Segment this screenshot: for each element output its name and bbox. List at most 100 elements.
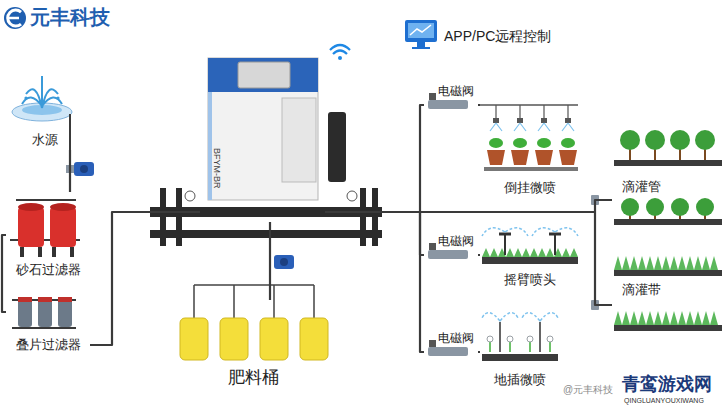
grass [482, 248, 578, 257]
tree-crown [620, 130, 640, 150]
drip-pipe-bed: 滴灌管 [612, 125, 724, 225]
flower [527, 336, 533, 342]
disc-filter [58, 297, 72, 327]
pipe [69, 114, 71, 150]
soil-bed [614, 270, 722, 276]
monitor-stand [412, 47, 430, 49]
water-drop [56, 96, 59, 99]
soil-bed [614, 325, 722, 331]
disc-filter-cap [18, 297, 32, 302]
sprinkler-stake [500, 322, 540, 352]
component-label: 电磁阀 [438, 331, 474, 345]
monitor-chart [410, 25, 431, 35]
feed-tube [194, 285, 314, 318]
rocker-sprinkler-bed: 摇臂喷头 [480, 222, 580, 292]
component-label: 滴灌管 [622, 179, 661, 195]
monitor-screen [408, 23, 434, 38]
flower [547, 336, 553, 342]
water-pipe [478, 104, 480, 106]
machine-panel [282, 98, 316, 182]
drip-tape-bed: 滴灌带 [612, 250, 724, 340]
component-label: 倒挂微喷 [504, 180, 556, 196]
watermark: 青鸾游戏网 [622, 374, 712, 396]
tree-crown [696, 198, 714, 216]
water-pipe [325, 212, 424, 255]
water-pipe [90, 212, 200, 345]
component-label: 地插微喷 [494, 372, 546, 388]
tank-leg [70, 247, 74, 257]
grass [614, 256, 718, 270]
micro-sprinkler-bed: 倒挂微喷 [480, 82, 580, 200]
machine-stripe [208, 92, 212, 200]
water-pipe [325, 200, 612, 212]
logo-mark [4, 7, 26, 29]
water-pipe [325, 212, 424, 352]
water-pipe [325, 105, 424, 212]
micro-sprinkler [493, 118, 499, 123]
sand-filter-tank [18, 203, 44, 211]
sand-filter-tank [50, 203, 76, 211]
water-pipe [478, 254, 480, 256]
valve-coil [429, 340, 436, 347]
water-drop [24, 96, 27, 99]
plant [537, 138, 551, 148]
water-pipe [69, 150, 71, 192]
water-pipe [2, 235, 6, 312]
valve-coil [429, 93, 436, 100]
disc-filter [38, 297, 52, 327]
rocker-head [499, 233, 561, 236]
flower [487, 336, 493, 342]
disc-filter-cap [58, 297, 72, 302]
component-label: 电磁阀 [438, 84, 474, 98]
water-pump [80, 165, 88, 173]
wifi-symbol [338, 56, 342, 60]
pressure-gauge [347, 191, 357, 201]
plant [561, 138, 575, 148]
fertilizer-barrel [220, 318, 248, 360]
valve-body [428, 250, 468, 259]
remote-control: APP/PC远程控制 [400, 16, 610, 56]
spray [490, 123, 574, 131]
component-label: 滴灌带 [622, 282, 661, 298]
fertilizer-barrels: 肥料桶 [168, 300, 338, 396]
solenoid-valve: 电磁阀 [424, 329, 478, 359]
spray [482, 313, 558, 321]
fertilizer-barrel [260, 318, 288, 360]
shelf [484, 167, 578, 171]
spray [482, 228, 578, 236]
soil-bed [482, 257, 578, 264]
valve-body [428, 347, 468, 356]
water-pipe [325, 212, 612, 305]
solenoid-valve: 电磁阀 [424, 232, 478, 262]
fertigation-machine: BFYM-BR [200, 52, 325, 222]
tank-leg [20, 247, 24, 257]
fertilizer-barrel [300, 318, 328, 360]
fertilizer-barrel [180, 318, 208, 360]
tree-crown [621, 198, 639, 216]
machine-body [208, 58, 318, 200]
company-logo-text: 元丰科技 [30, 5, 110, 29]
component-label: 水源 [32, 132, 58, 148]
sand-filter-tank [18, 207, 44, 247]
dropper [496, 105, 568, 118]
ground-sprinkler-bed: 地插微喷 [480, 300, 560, 395]
disc-filter [18, 297, 32, 327]
component-label: 肥料桶 [228, 368, 279, 388]
water-pipe [478, 351, 480, 353]
sand-filter-tank [50, 207, 76, 247]
flower-pot [487, 150, 577, 165]
disc-filter: 叠片过滤器 [6, 290, 90, 356]
plant [513, 138, 527, 148]
logo-mark [9, 17, 19, 20]
sprinkler-pipe [480, 104, 578, 106]
soil-bed [614, 160, 722, 166]
flower-stem [490, 341, 550, 352]
water-pump [74, 162, 94, 176]
water-pipe [269, 222, 271, 300]
manifold-pipe [150, 230, 382, 238]
component-label: 电磁阀 [438, 234, 474, 248]
control-box [238, 62, 290, 88]
valve-body [428, 100, 468, 109]
